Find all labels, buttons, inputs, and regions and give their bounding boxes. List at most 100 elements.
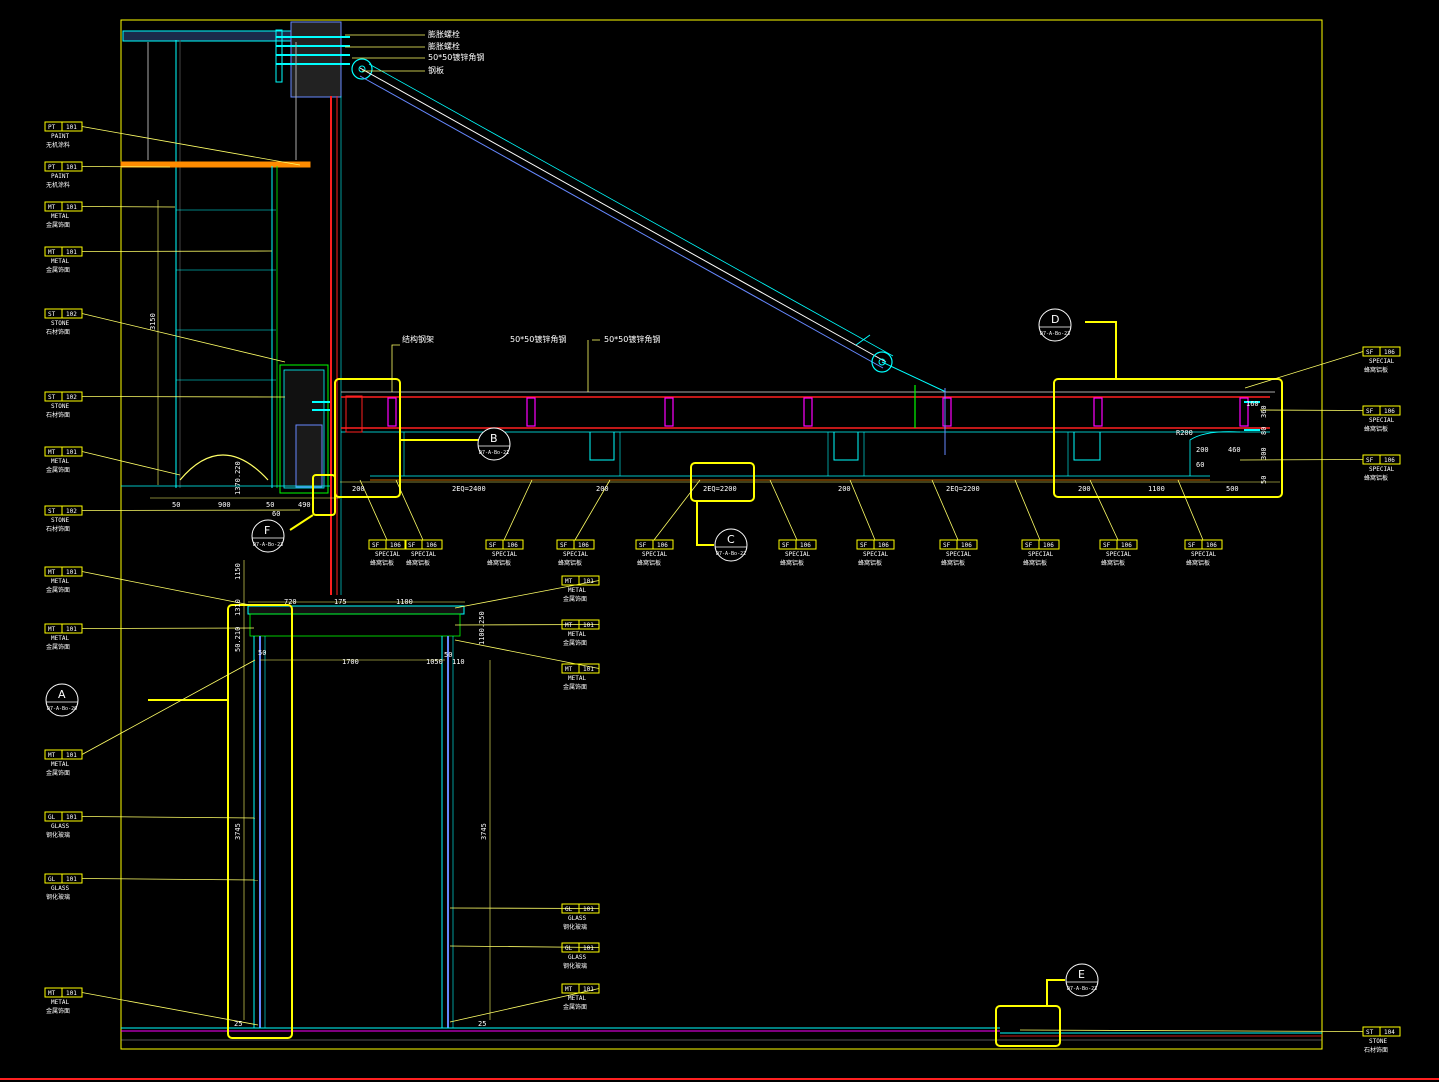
left-tag-1-en: PAINT bbox=[51, 173, 69, 180]
left-tag-10-en: METAL bbox=[51, 761, 69, 768]
callout-e-letter: E bbox=[1078, 968, 1085, 981]
left-tag-11-code: GL bbox=[48, 814, 56, 821]
dim-r-2: 80 bbox=[1260, 427, 1268, 435]
dim-left-height: 3150 bbox=[149, 313, 157, 330]
mid-tag-0-en: METAL bbox=[568, 587, 586, 594]
left-wall-section bbox=[120, 40, 330, 494]
left-tag-12-code: GL bbox=[48, 876, 56, 883]
left-tag-4-en: STONE bbox=[51, 320, 69, 327]
ceiling-tag-7-leader bbox=[931, 479, 959, 541]
red-mullion bbox=[330, 96, 342, 595]
left-tag-13-num: 101 bbox=[66, 990, 77, 997]
left-tag-0-en: PAINT bbox=[51, 133, 69, 140]
right-tag-2-code: SF bbox=[1366, 457, 1374, 464]
ceiling-tag-5-code: SF bbox=[782, 542, 790, 549]
left-tag-9-en: METAL bbox=[51, 635, 69, 642]
left-tag-7-code: ST bbox=[48, 508, 56, 515]
callout-f: FD7-A-Bo-23 bbox=[251, 519, 285, 553]
left-tag-1-cn: 无机涂料 bbox=[46, 181, 70, 189]
left-tag-6-leader bbox=[81, 451, 181, 476]
mid-tag-3-num: 101 bbox=[583, 906, 594, 913]
callout-e: E D7-A-Bo-23 bbox=[1065, 963, 1099, 997]
dim-rm-2: 60 bbox=[1196, 461, 1204, 469]
dim-lb-0: 50 bbox=[172, 501, 180, 509]
dim-dt-0: 1150 bbox=[234, 563, 242, 580]
dim-c-6: 200 bbox=[1078, 485, 1091, 493]
mid-tag-0-cn: 金属饰面 bbox=[563, 595, 587, 603]
leader-lines bbox=[81, 34, 1364, 1032]
callout-c-sheet: D7-A-Bo-22 bbox=[716, 551, 746, 557]
callout-d-sheet: D7-A-Bo-23 bbox=[1040, 331, 1070, 337]
left-tag-10-code: MT bbox=[48, 752, 56, 759]
callout-b-sheet: D7-A-Bo-21 bbox=[479, 450, 509, 456]
dim-lb-3: 490 bbox=[298, 501, 311, 509]
left-tag-5-leader bbox=[81, 396, 286, 398]
ceiling-tag-9-num: 106 bbox=[1121, 542, 1132, 549]
left-tag-4-num: 102 bbox=[66, 311, 77, 318]
detail-box-a bbox=[227, 604, 293, 1039]
mid-tag-3-en: GLASS bbox=[568, 915, 586, 922]
left-tag-3-code: MT bbox=[48, 249, 56, 256]
ceiling-tag-1-num: 106 bbox=[426, 542, 437, 549]
right-tag-2-cn: 蜂窝铝板 bbox=[1364, 474, 1388, 482]
left-tag-4-cn: 石材饰面 bbox=[46, 328, 70, 336]
beam-notes: 结构钢架 50*50镀锌角钢 50*50镀锌角钢 bbox=[402, 334, 660, 344]
right-tag-0-cn: 蜂窝铝板 bbox=[1364, 366, 1388, 374]
top-anchorage bbox=[122, 21, 373, 98]
left-tag-13-leader bbox=[81, 992, 259, 1026]
ceiling-tag-3-en: SPECIAL bbox=[563, 551, 589, 558]
mid-tag-0-code: MT bbox=[565, 578, 573, 585]
diagonal-tie-rod bbox=[359, 63, 947, 393]
left-tag-5-cn: 石材饰面 bbox=[46, 411, 70, 419]
callout-e-sheet: D7-A-Bo-23 bbox=[1067, 986, 1097, 992]
left-tag-0-num: 101 bbox=[66, 124, 77, 131]
mid-tag-1-en: METAL bbox=[568, 631, 586, 638]
left-tag-3-cn: 金属饰面 bbox=[46, 266, 70, 274]
right-tag-2-leader bbox=[1239, 459, 1364, 461]
left-tag-5-en: STONE bbox=[51, 403, 69, 410]
note-structure: 结构钢架 bbox=[402, 334, 434, 344]
mid-tag-5-en: METAL bbox=[568, 995, 586, 1002]
ceiling-tag-9-cn: 蜂窝铝板 bbox=[1101, 559, 1125, 567]
dim-dm-3: 1050 bbox=[426, 658, 443, 666]
note-angle-steel: 50*50镀锌角钢 bbox=[428, 52, 484, 62]
dim-r-3: 300 bbox=[1260, 447, 1268, 460]
left-tag-12-cn: 钢化玻璃 bbox=[46, 893, 70, 901]
left-tag-1-code: PT bbox=[48, 164, 56, 171]
dim-r-1: 360 bbox=[1260, 405, 1268, 418]
left-tag-4-code: ST bbox=[48, 311, 56, 318]
dim-dm-1: 1700 bbox=[342, 658, 359, 666]
left-tag-6-cn: 金属饰面 bbox=[46, 466, 70, 474]
ceiling-tag-2-leader bbox=[503, 479, 533, 541]
mid-tag-2-en: METAL bbox=[568, 675, 586, 682]
left-tag-7-leader bbox=[81, 509, 301, 511]
detail-box-d bbox=[1053, 378, 1283, 498]
dim-c-1: 2EQ=2400 bbox=[452, 485, 486, 493]
left-tag-5-code: ST bbox=[48, 394, 56, 401]
mid-tag-3-code: GL bbox=[565, 906, 573, 913]
ceiling-tag-0-en: SPECIAL bbox=[375, 551, 401, 558]
dim-r-4: 50 bbox=[1260, 476, 1268, 484]
ceiling-tag-8-num: 106 bbox=[1043, 542, 1054, 549]
right-tag-2-num: 106 bbox=[1384, 457, 1395, 464]
ceiling-tag-9-leader bbox=[1089, 479, 1119, 541]
right-tag-3-cn: 石材饰面 bbox=[1364, 1046, 1388, 1054]
ceiling-tag-6-code: SF bbox=[860, 542, 868, 549]
ceiling-tag-0-code: SF bbox=[372, 542, 380, 549]
left-tag-8-leader bbox=[81, 571, 251, 606]
mid-tag-5-leader bbox=[449, 988, 600, 1023]
mid-tag-5-code: MT bbox=[565, 986, 573, 993]
